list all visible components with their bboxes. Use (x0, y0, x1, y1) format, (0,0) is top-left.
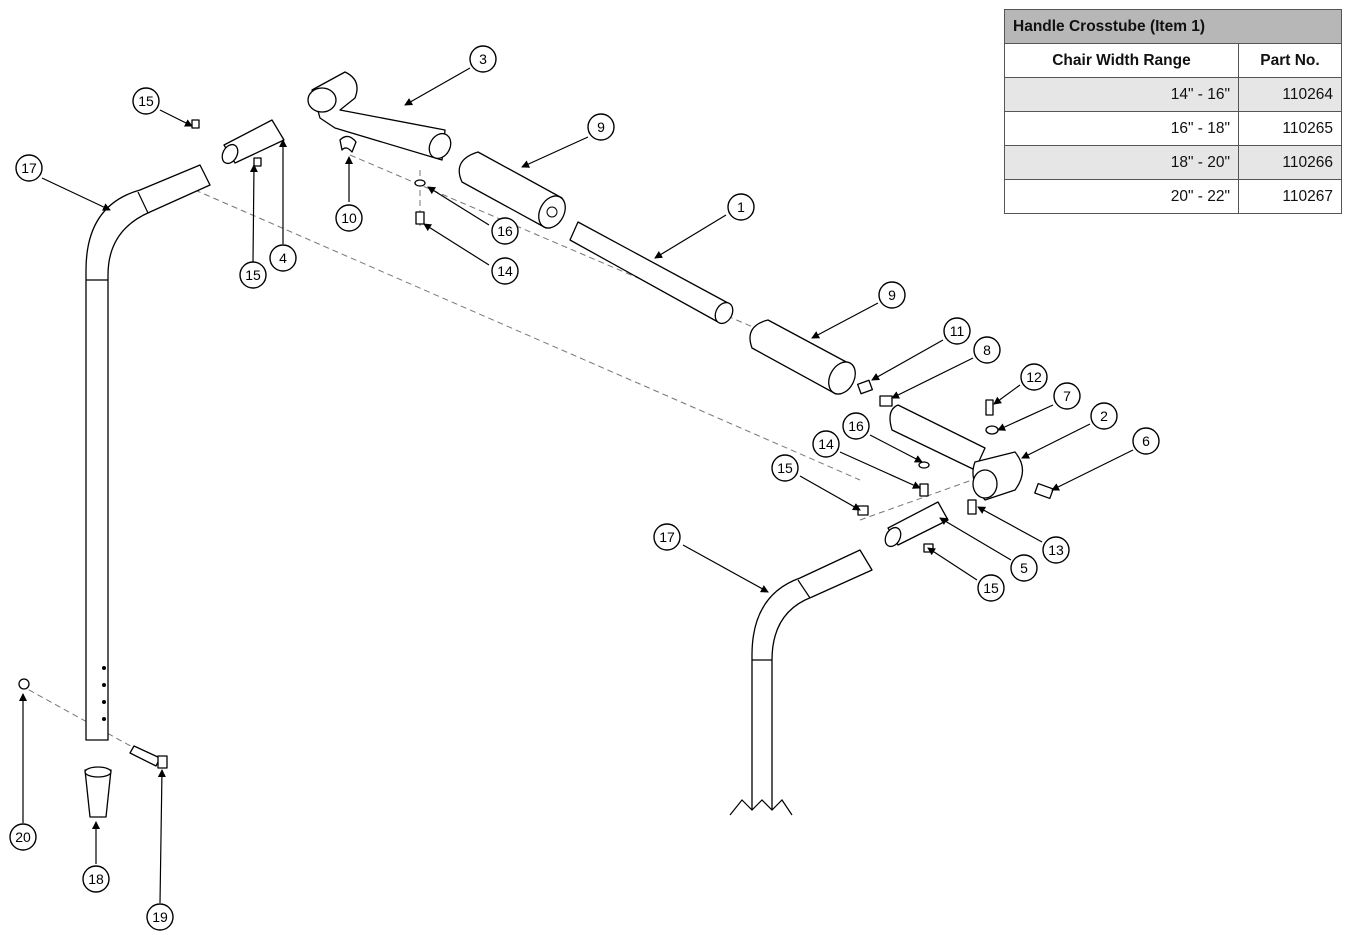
svg-text:16: 16 (497, 223, 513, 239)
handle-crosstube-table: Handle Crosstube (Item 1) Chair Width Ra… (1004, 9, 1342, 214)
header-part-no: Part No. (1238, 43, 1342, 78)
callout-15: 15 (239, 261, 267, 289)
svg-text:8: 8 (983, 342, 991, 358)
svg-text:9: 9 (597, 119, 605, 135)
callout-12: 12 (1020, 363, 1048, 391)
callout-6: 6 (1132, 427, 1160, 455)
callout-20: 20 (9, 823, 37, 851)
svg-text:18: 18 (88, 871, 104, 887)
callout-19: 19 (146, 903, 174, 931)
svg-text:20: 20 (15, 829, 31, 845)
svg-text:14: 14 (497, 263, 513, 279)
callout-16: 16 (491, 217, 519, 245)
header-chair-width-range: Chair Width Range (1004, 43, 1239, 78)
crosstube (569, 221, 734, 325)
right-grip (749, 319, 856, 395)
svg-text:9: 9 (888, 287, 896, 303)
left-clamp (307, 71, 452, 161)
svg-text:4: 4 (279, 250, 287, 266)
table-row: 14" - 16" 110264 (1004, 77, 1342, 112)
callout-18: 18 (82, 865, 110, 893)
table-row: 16" - 18" 110265 (1004, 111, 1342, 146)
small-hardware (18, 119, 1054, 818)
assembly-axis-lines (19, 154, 1001, 766)
svg-text:16: 16 (848, 418, 864, 434)
svg-text:3: 3 (479, 51, 487, 67)
svg-text:5: 5 (1020, 560, 1028, 576)
svg-text:17: 17 (659, 529, 675, 545)
part-number-cell: 110265 (1238, 111, 1342, 146)
width-range-cell: 16" - 18" (1004, 111, 1239, 146)
callout-14: 14 (491, 257, 519, 285)
callout-5: 5 (1010, 554, 1038, 582)
svg-text:7: 7 (1063, 388, 1071, 404)
callout-17: 17 (15, 154, 43, 182)
callout-7: 7 (1053, 382, 1081, 410)
table-header-row: Chair Width Range Part No. (1004, 43, 1342, 78)
svg-text:19: 19 (152, 909, 168, 925)
callout-16: 16 (842, 412, 870, 440)
left-handle-tube (85, 164, 211, 741)
callout-15: 15 (977, 574, 1005, 602)
svg-text:13: 13 (1048, 542, 1064, 558)
table-title: Handle Crosstube (Item 1) (1004, 9, 1342, 44)
svg-text:10: 10 (341, 210, 357, 226)
callout-14: 14 (812, 430, 840, 458)
callout-9: 9 (587, 113, 615, 141)
svg-text:15: 15 (777, 460, 793, 476)
right-handle-tube (729, 549, 873, 816)
svg-text:11: 11 (950, 323, 965, 339)
left-grip (458, 151, 566, 229)
svg-text:17: 17 (21, 160, 37, 176)
callout-2: 2 (1090, 402, 1118, 430)
table-title-row: Handle Crosstube (Item 1) (1004, 9, 1342, 44)
part-number-cell: 110266 (1238, 145, 1342, 180)
callout-8: 8 (973, 336, 1001, 364)
table-row: 20" - 22" 110267 (1004, 179, 1342, 214)
callout-13: 13 (1042, 536, 1070, 564)
callout-17: 17 (653, 523, 681, 551)
width-range-cell: 18" - 20" (1004, 145, 1239, 180)
callout-15: 15 (771, 454, 799, 482)
svg-text:15: 15 (983, 580, 999, 596)
leader-arrows (19, 67, 1134, 904)
svg-text:15: 15 (245, 267, 261, 283)
callout-9: 9 (878, 281, 906, 309)
svg-text:14: 14 (818, 436, 834, 452)
width-range-cell: 20" - 22" (1004, 179, 1239, 214)
callout-1: 1 (727, 193, 755, 221)
callout-10: 10 (335, 204, 363, 232)
svg-text:12: 12 (1026, 369, 1042, 385)
part-number-cell: 110267 (1238, 179, 1342, 214)
svg-text:15: 15 (138, 93, 154, 109)
svg-text:1: 1 (737, 199, 745, 215)
part-number-cell: 110264 (1238, 77, 1342, 112)
callout-3: 3 (469, 45, 497, 73)
width-range-cell: 14" - 16" (1004, 77, 1239, 112)
svg-text:2: 2 (1100, 408, 1108, 424)
callout-bubbles: 3 15 9 17 10 16 1 15 4 14 9 11 8 12 7 16… (9, 45, 1160, 931)
callout-11: 11 (943, 317, 971, 345)
callout-4: 4 (269, 244, 297, 272)
callout-15: 15 (132, 87, 160, 115)
table-row: 18" - 20" 110266 (1004, 145, 1342, 180)
svg-text:6: 6 (1142, 433, 1150, 449)
